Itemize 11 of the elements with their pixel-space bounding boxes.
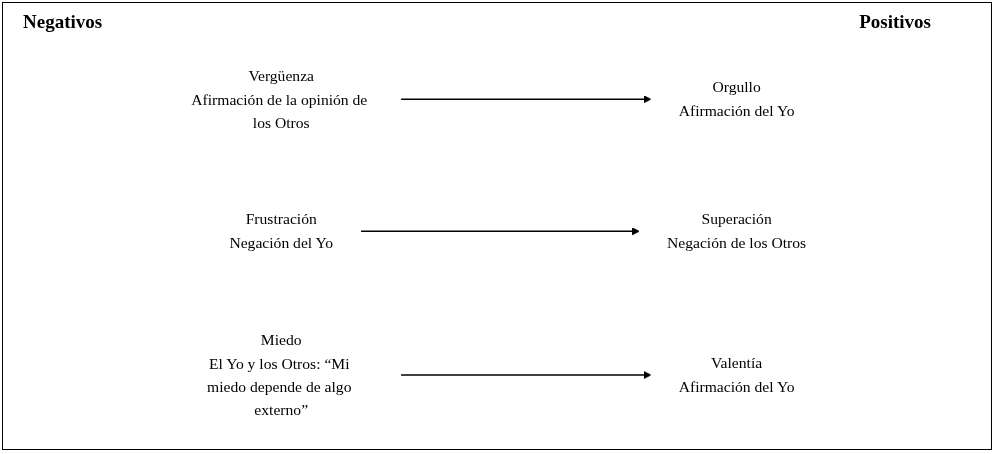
node-text: Orgullo Afirmación del Yo [678,78,795,120]
node-text: Frustración Negación del Yo [229,210,334,252]
arrow [400,371,652,380]
arrow [400,95,652,104]
arrow [360,227,640,236]
column-heading: Positivos [859,11,931,33]
node-text: Miedo El Yo y los Otros: “Mi miedo depende de algo externo” [207,330,352,419]
node-text: Superación Negación de los Otros [667,210,807,252]
column-heading: Negativos [23,11,103,33]
node-text: Valentía Afirmación del Yo [678,354,795,396]
node-text: Vergüenza Afirmación de la opinión de los Otros [191,66,368,132]
